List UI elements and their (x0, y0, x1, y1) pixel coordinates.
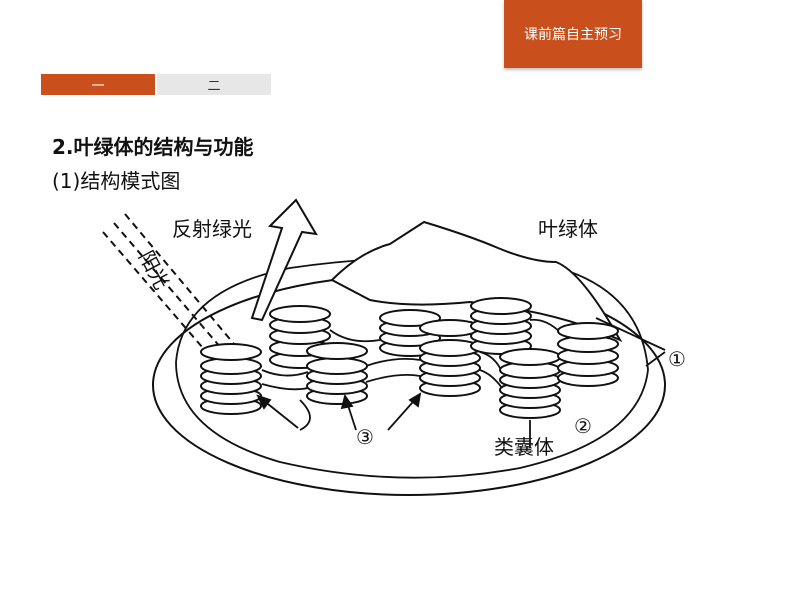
label-marker-2: ② (574, 414, 592, 438)
section-badge: 课前篇自主预习 (504, 0, 642, 68)
granum-6 (470, 297, 532, 355)
section-subheading: (1)结构模式图 (52, 169, 181, 193)
inner-membrane (175, 256, 649, 479)
tab-two[interactable]: 二 (157, 74, 271, 95)
granum-7 (499, 348, 561, 419)
label-thylakoid: 类囊体 (494, 435, 554, 459)
granum-1 (200, 343, 262, 415)
tab-one[interactable]: 一 (41, 74, 155, 95)
peeled-membrane (330, 220, 623, 343)
pointer-3 (256, 392, 422, 431)
label-sunlight: 阳光 (134, 247, 174, 294)
granum-8 (557, 322, 619, 387)
label-marker-1: ① (668, 347, 686, 371)
granum-5 (419, 319, 481, 397)
label-chloroplast: 叶绿体 (538, 217, 598, 241)
label-marker-3: ③ (356, 425, 374, 449)
granum-3 (306, 342, 368, 405)
reflect-arrow (250, 198, 318, 322)
sunlight-rays (102, 213, 240, 363)
pointer-1 (595, 317, 666, 367)
label-reflect-green: 反射绿光 (172, 217, 252, 241)
section-heading: 2.叶绿体的结构与功能 (52, 135, 254, 159)
